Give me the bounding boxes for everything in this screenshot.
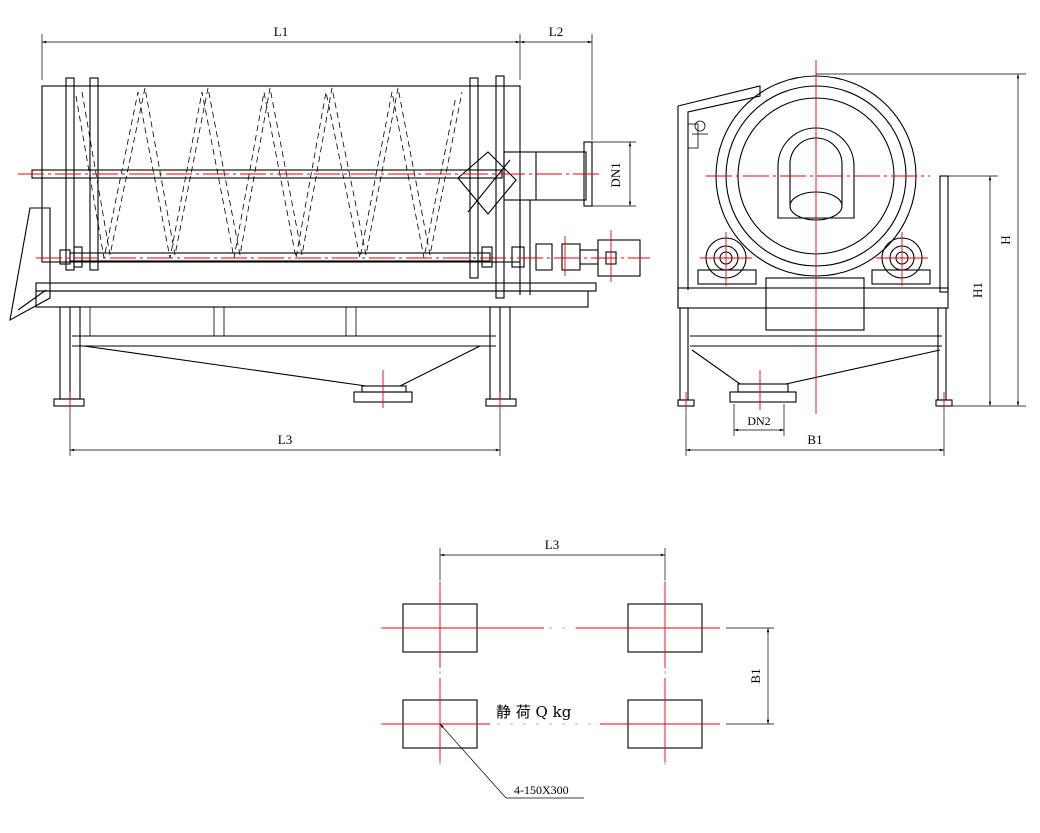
- base-beam-top: [35, 282, 597, 292]
- dim-plan-L3: L3: [545, 537, 559, 552]
- side-base: [677, 287, 949, 309]
- foot-left: [53, 398, 85, 407]
- side-leg-left: [679, 307, 689, 401]
- dim-plan-B1: B1: [748, 668, 763, 683]
- foot-right: [485, 398, 517, 407]
- anchor-spec-label: 4-150X300: [514, 783, 569, 797]
- dim-L2: L2: [549, 24, 563, 39]
- internal-spiral: [75, 87, 463, 259]
- reducer-neck: [579, 249, 599, 265]
- side-leg-right: [937, 307, 947, 401]
- base-beam: [35, 290, 589, 308]
- inlet-diamond: [457, 151, 517, 215]
- dim-L1: L1: [274, 24, 288, 39]
- dim-DN2: DN2: [747, 414, 770, 428]
- dim-H: H: [998, 235, 1013, 244]
- dim-B1: B1: [807, 432, 822, 447]
- bearing-2: [73, 246, 83, 268]
- coupling-1: [511, 246, 525, 268]
- discharge-chute: [9, 207, 51, 322]
- hopper: [83, 345, 481, 387]
- side-post-right: [939, 175, 949, 293]
- end-ring-right-outer: [495, 75, 505, 299]
- dim-L3: L3: [278, 432, 292, 447]
- coupling-2: [535, 243, 553, 271]
- static-load-label: 静 荷 Q kg: [496, 703, 572, 721]
- center-chute: [765, 277, 865, 331]
- side-view: H H1 DN2 B1: [677, 60, 1026, 456]
- lower-shaft: [69, 252, 491, 262]
- dim-DN1: DN1: [608, 162, 623, 187]
- bearing-1: [59, 249, 71, 265]
- inlet-pipe: [503, 151, 587, 201]
- front-view: L1 L2 DN1 L3: [9, 24, 650, 456]
- foundation-plan: L3 B1 静 荷 Q kg 4-150X300: [380, 537, 774, 799]
- bearing-3: [481, 246, 493, 268]
- inlet-opening: [777, 127, 855, 219]
- side-bracket: [677, 85, 761, 290]
- dim-H1: H1: [970, 282, 985, 298]
